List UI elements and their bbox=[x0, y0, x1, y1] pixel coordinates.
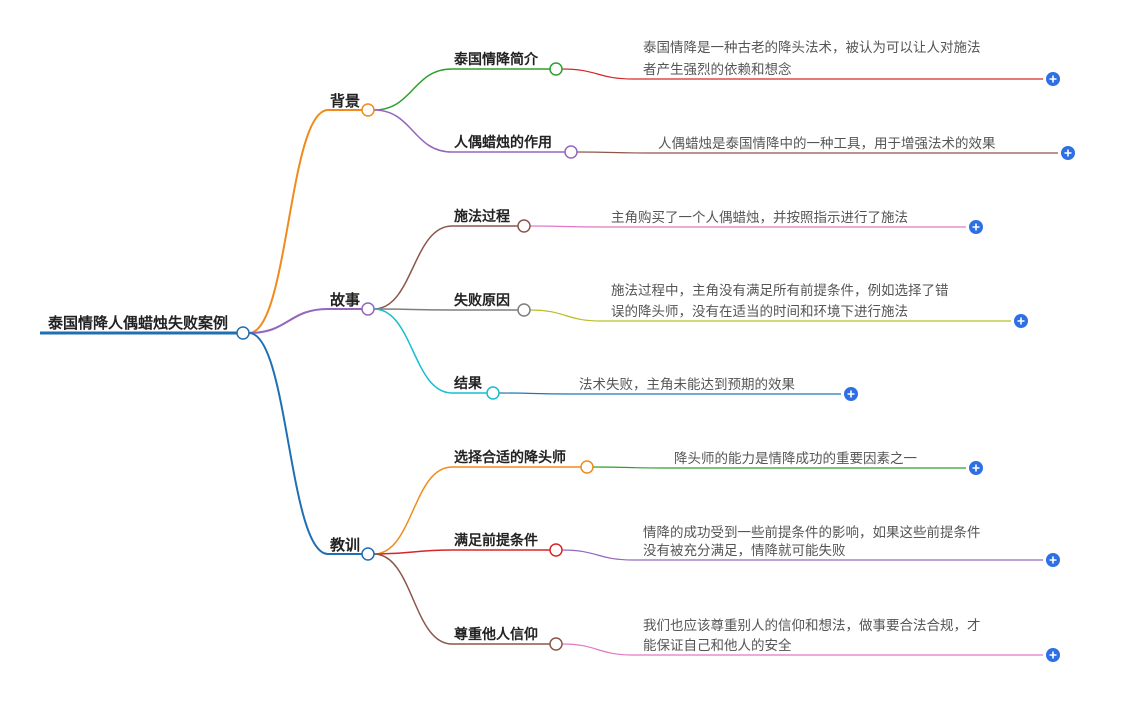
leaf-text-2-2-0: 我们也应该尊重别人的信仰和想法，做事要合法合规，才 bbox=[643, 617, 981, 634]
edge-2-1 bbox=[373, 549, 453, 555]
leaf-text-0-0-1: 者产生强烈的依赖和想念 bbox=[643, 61, 792, 78]
edge-leaf-1-0 bbox=[529, 225, 602, 228]
expand-button-2-2[interactable] bbox=[1046, 648, 1060, 662]
plus-sign-icon bbox=[972, 464, 980, 472]
topic-label-2-0: 选择合适的降头师 bbox=[454, 449, 566, 466]
topic-node-2-1[interactable] bbox=[549, 543, 563, 557]
edge-leaf-1-1 bbox=[529, 309, 602, 322]
branch-node-1[interactable] bbox=[361, 302, 375, 316]
edge-leaf-0-0 bbox=[561, 68, 634, 80]
expand-button-2-1[interactable] bbox=[1046, 553, 1060, 567]
topic-label-0-1: 人偶蜡烛的作用 bbox=[454, 134, 552, 151]
edge-root-to-1 bbox=[248, 308, 329, 334]
topic-label-0-0: 泰国情降简介 bbox=[453, 51, 539, 68]
topic-node-1-1[interactable] bbox=[517, 303, 531, 317]
edge-leaf-1-2 bbox=[498, 392, 570, 395]
edge-1-2 bbox=[373, 308, 453, 394]
edge-leaf-2-0 bbox=[592, 466, 665, 469]
edge-leaf-2-1 bbox=[561, 549, 634, 561]
branch-label-2: 教训 bbox=[329, 536, 360, 554]
expand-button-1-1[interactable] bbox=[1014, 314, 1028, 328]
edge-2-2 bbox=[373, 553, 453, 645]
plus-sign-icon bbox=[847, 390, 855, 398]
leaf-text-2-1-0: 情降的成功受到一些前提条件的影响，如果这些前提条件 bbox=[643, 524, 981, 541]
expand-button-2-0[interactable] bbox=[969, 461, 983, 475]
expand-button-0-1[interactable] bbox=[1061, 146, 1075, 160]
topic-label-2-2: 尊重他人信仰 bbox=[454, 626, 538, 643]
topic-label-1-2: 结果 bbox=[454, 375, 483, 392]
leaf-text-0-0-0: 泰国情降是一种古老的降头法术，被认为可以让人对施法 bbox=[643, 40, 981, 56]
edge-leaf-2-2 bbox=[561, 643, 634, 656]
expand-button-1-0[interactable] bbox=[969, 220, 983, 234]
leaf-text-1-1-0: 施法过程中，主角没有满足所有前提条件，例如选择了错 bbox=[611, 282, 949, 299]
leaf-text-2-2-1: 能保证自己和他人的安全 bbox=[643, 637, 792, 654]
plus-sign-icon bbox=[1049, 75, 1057, 83]
edge-1-1 bbox=[373, 308, 453, 311]
leaf-text-1-0-0: 主角购买了一个人偶蜡烛，并按照指示进行了施法 bbox=[611, 210, 908, 226]
branch-node-0[interactable] bbox=[361, 103, 375, 117]
leaf-text-1-1-1: 误的降头师，没有在适当的时间和环境下进行施法 bbox=[611, 304, 908, 320]
plus-sign-icon bbox=[1049, 556, 1057, 564]
plus-sign-icon bbox=[972, 223, 980, 231]
edge-2-0 bbox=[373, 466, 453, 555]
topic-label-1-0: 施法过程 bbox=[454, 208, 510, 225]
edge-root-to-2 bbox=[248, 332, 329, 555]
branch-label-1: 故事 bbox=[330, 291, 360, 309]
edge-1-0 bbox=[373, 225, 453, 310]
leaf-text-1-2-0: 法术失败，主角未能达到预期的效果 bbox=[579, 377, 795, 393]
topic-node-0-1[interactable] bbox=[564, 145, 578, 159]
topic-node-1-2[interactable] bbox=[486, 386, 500, 400]
branch-label-0: 背景 bbox=[330, 92, 360, 110]
topic-node-0-0[interactable] bbox=[549, 62, 563, 76]
branch-node-2[interactable] bbox=[361, 547, 375, 561]
topic-label-1-1: 失败原因 bbox=[454, 292, 510, 309]
topic-node-2-2[interactable] bbox=[549, 637, 563, 651]
topic-node-2-0[interactable] bbox=[580, 460, 594, 474]
root-node-label: 泰国情降人偶蜡烛失败案例 bbox=[47, 314, 228, 332]
plus-sign-icon bbox=[1049, 651, 1057, 659]
topic-node-1-0[interactable] bbox=[517, 219, 531, 233]
edge-0-0 bbox=[373, 68, 453, 111]
expand-button-0-0[interactable] bbox=[1046, 72, 1060, 86]
topic-label-2-1: 满足前提条件 bbox=[454, 532, 538, 549]
plus-sign-icon bbox=[1017, 317, 1025, 325]
leaf-text-2-0-0: 降头师的能力是情降成功的重要因素之一 bbox=[674, 451, 917, 467]
leaf-text-2-1-1: 没有被充分满足，情降就可能失败 bbox=[643, 543, 846, 559]
edge-leaf-0-1 bbox=[576, 151, 649, 154]
expand-button-1-2[interactable] bbox=[844, 387, 858, 401]
root-node[interactable] bbox=[236, 326, 250, 340]
edge-root-to-0 bbox=[248, 109, 329, 334]
plus-sign-icon bbox=[1064, 149, 1072, 157]
edge-0-1 bbox=[373, 109, 453, 153]
leaf-text-0-1-0: 人偶蜡烛是泰国情降中的一种工具，用于增强法术的效果 bbox=[658, 136, 996, 152]
